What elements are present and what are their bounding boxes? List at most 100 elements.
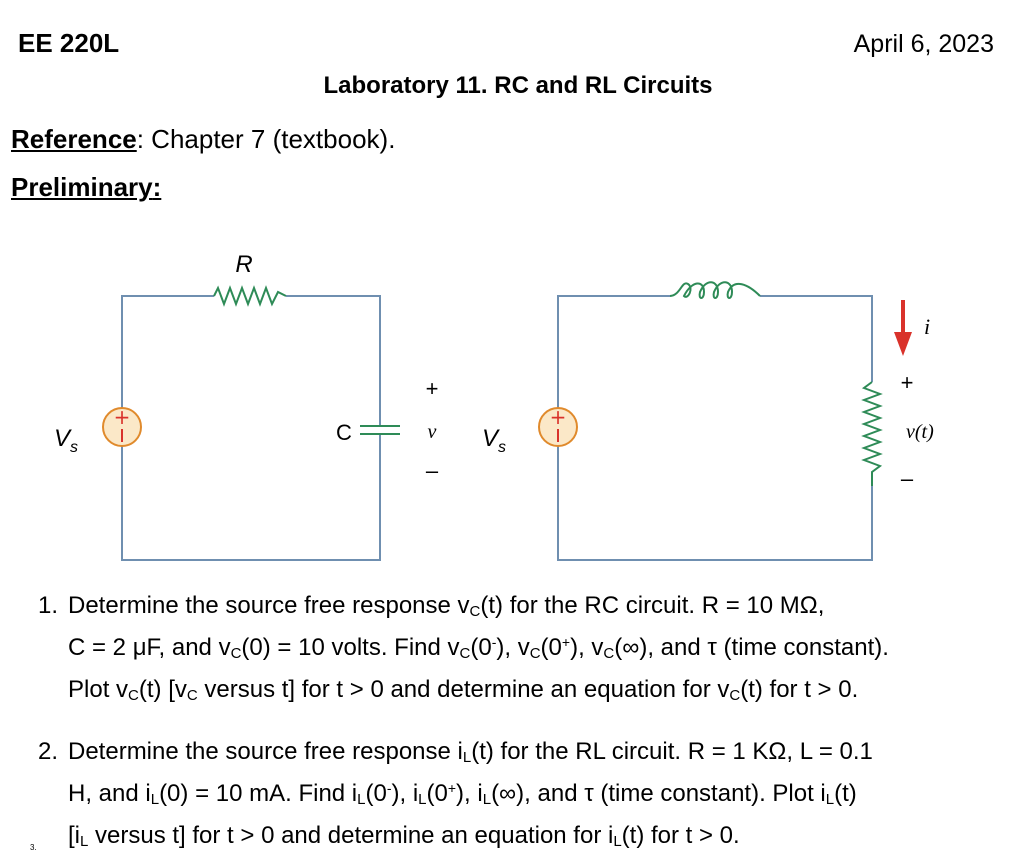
circuit-diagrams: + Vs R C + v – + Vs i + v(t) –	[54, 251, 934, 561]
reference-text: : Chapter 7 (textbook).	[136, 124, 396, 154]
problem-line: [iL versus t] for t > 0 and determine an…	[68, 818, 1018, 860]
current-arrow-head-icon	[894, 332, 912, 356]
superscript: +	[447, 780, 457, 796]
text-run: ), i	[391, 780, 419, 807]
text-run: ), v	[496, 634, 530, 661]
subscript: L	[613, 833, 622, 850]
rc-plus: +	[426, 376, 439, 401]
text-run: (0	[470, 634, 492, 661]
source-plus-icon: +	[114, 405, 131, 429]
reference-label: Reference	[11, 124, 137, 154]
subscript: C	[186, 687, 198, 704]
rc-source-v: V	[54, 425, 72, 452]
rl-wire	[557, 446, 873, 561]
problem-line: Determine the source free response iL(t)…	[68, 734, 1018, 776]
text-run: versus t] for t > 0 and determine an equ…	[88, 822, 614, 849]
text-run: H, and i	[68, 780, 151, 807]
text-run: Plot v	[68, 676, 129, 703]
date: April 6, 2023	[853, 30, 994, 58]
text-run: ), i	[456, 780, 483, 807]
subscript: L	[825, 791, 835, 808]
superscript: -	[491, 634, 497, 650]
preliminary-label: Preliminary	[11, 172, 153, 202]
rc-wire	[121, 434, 381, 561]
text-run: (∞), and τ (time constant).	[614, 634, 889, 661]
text-run: ), v	[570, 634, 604, 661]
subscript: L	[418, 791, 427, 808]
problem-number: 1.	[38, 592, 59, 619]
inductor-coil	[669, 281, 761, 299]
text-run: (0) = 10 mA. Find i	[159, 780, 358, 807]
problem-number: 2.	[38, 738, 59, 765]
text-run: [i	[68, 822, 80, 849]
rl-source-sub: s	[498, 439, 506, 456]
rc-voltage-label: v	[428, 421, 437, 443]
rc-resistor-label: R	[235, 251, 252, 278]
problem-line: Determine the source free response vC(t)…	[68, 588, 1018, 630]
problem-1: 1. Determine the source free response vC…	[38, 588, 1018, 714]
rl-current-label: i	[924, 314, 930, 339]
text-run: (∞), and τ (time constant). Plot i	[491, 780, 826, 807]
text-run: (0	[365, 780, 387, 807]
rl-minus: –	[901, 466, 914, 491]
text-run: (t) [v	[138, 676, 187, 703]
reference-line: Reference: Chapter 7 (textbook).	[11, 124, 395, 155]
rl-resistor-zigzag	[861, 381, 883, 486]
rl-voltage-label: v(t)	[906, 421, 934, 443]
preliminary-colon: :	[152, 172, 162, 202]
preliminary-heading: Preliminary:	[11, 172, 161, 203]
rc-capacitor-label: C	[336, 420, 352, 445]
rc-source-label: Vs	[54, 425, 78, 456]
subscript: C	[729, 687, 741, 704]
subscript: L	[150, 791, 160, 808]
rl-wire	[760, 295, 873, 382]
text-run: C = 2 μF, and v	[68, 634, 231, 661]
text-run: Determine the source free response i	[68, 738, 463, 765]
subscript: C	[603, 645, 615, 662]
text-run: (t) for the RC circuit. R = 10 MΩ,	[480, 592, 825, 619]
text-run: versus t] for t > 0 and determine an equ…	[197, 676, 730, 703]
rc-wire	[121, 295, 214, 408]
text-run: (t)	[834, 780, 857, 807]
rl-circuit: + Vs i + v(t) –	[482, 281, 934, 561]
rc-circuit: + Vs R C + v –	[54, 251, 439, 561]
footer-number: 3.	[30, 843, 37, 852]
rc-wire	[286, 295, 381, 426]
subscript: L	[482, 791, 492, 808]
voltage-source-icon	[102, 407, 142, 447]
problem-line: Plot vC(t) [vC versus t] for t > 0 and d…	[68, 672, 1018, 714]
problem-line: H, and iL(0) = 10 mA. Find iL(0-), iL(0+…	[68, 776, 1018, 818]
subscript: C	[128, 687, 139, 704]
superscript: +	[561, 634, 571, 650]
rl-source-label: Vs	[482, 425, 506, 456]
subscript: L	[462, 749, 472, 766]
voltage-source-icon	[538, 407, 578, 447]
rc-source-sub: s	[70, 439, 78, 456]
problem-text: Determine the source free response iL(t)…	[68, 734, 1018, 860]
subscript: L	[80, 833, 89, 850]
problem-2: 2. Determine the source free response iL…	[38, 734, 1018, 860]
text-run: (0	[426, 780, 448, 807]
problem-line: C = 2 μF, and vC(0) = 10 volts. Find vC(…	[68, 630, 1018, 672]
source-plus-icon: +	[550, 405, 567, 429]
rc-minus: –	[426, 458, 439, 483]
rl-wire	[557, 295, 670, 408]
text-run: (t) for the RL circuit. R = 1 KΩ, L = 0.…	[471, 738, 873, 765]
subscript: L	[357, 791, 366, 808]
subscript: C	[459, 645, 471, 662]
course-code: EE 220L	[18, 28, 120, 58]
rl-source-v: V	[482, 425, 500, 452]
text-run: (t) for t > 0.	[621, 822, 740, 849]
text-run: Determine the source free response v	[68, 592, 470, 619]
resistor-zigzag	[213, 285, 287, 307]
text-run: (0	[540, 634, 562, 661]
subscript: C	[230, 645, 242, 662]
superscript: -	[386, 780, 392, 796]
text-run: (t) for t > 0.	[740, 676, 859, 703]
subscript: C	[469, 603, 481, 620]
lab-title: Laboratory 11. RC and RL Circuits	[323, 72, 713, 99]
rl-plus: +	[901, 370, 914, 395]
subscript: C	[529, 645, 541, 662]
text-run: (0) = 10 volts. Find v	[241, 634, 460, 661]
problem-text: Determine the source free response vC(t)…	[68, 588, 1018, 714]
